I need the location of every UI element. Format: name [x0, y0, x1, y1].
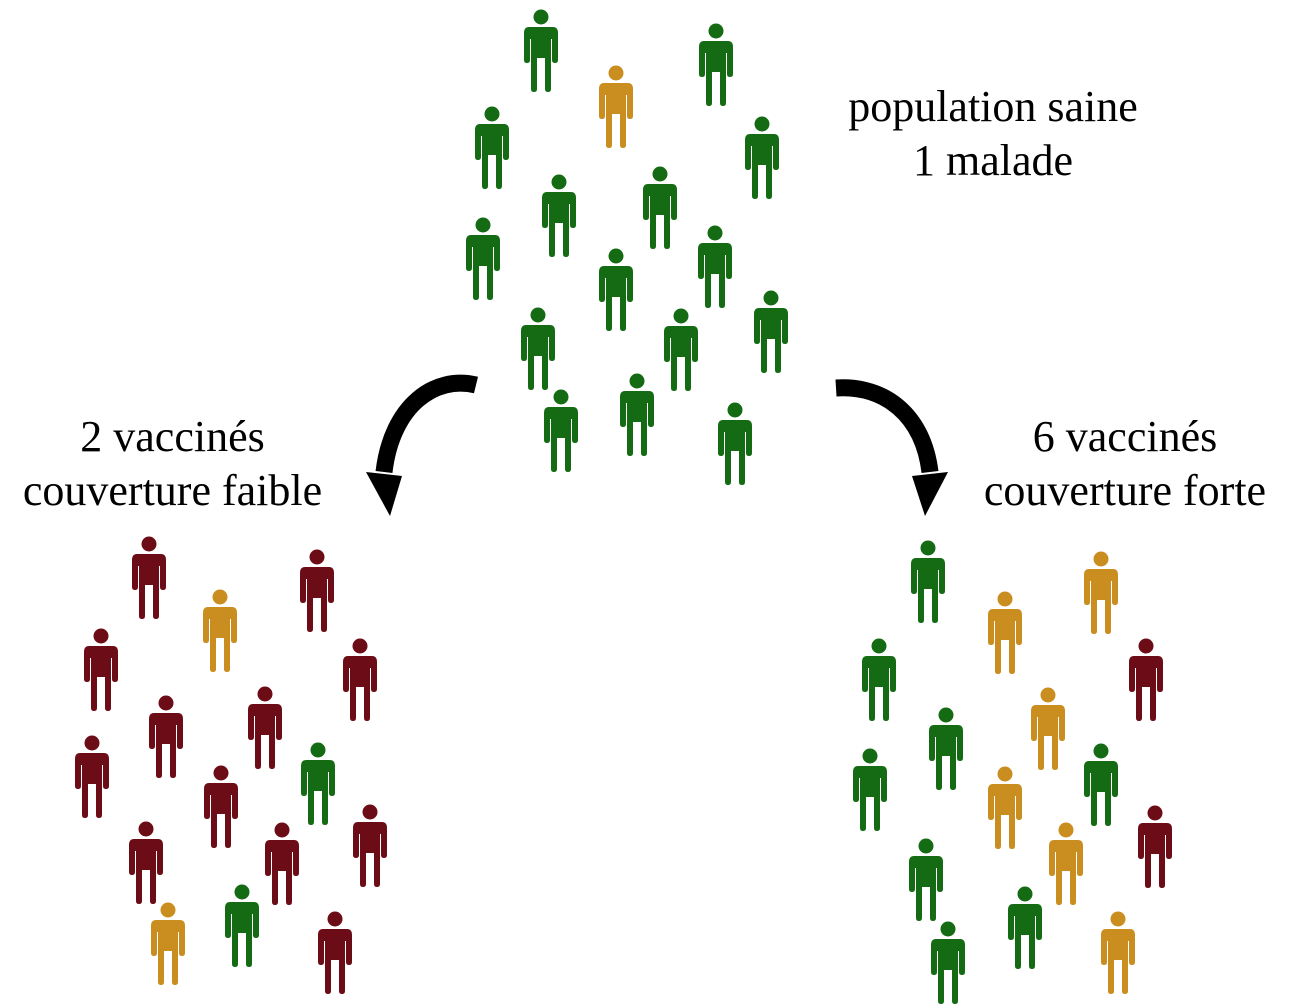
- label-right-line2: couverture forte: [983, 466, 1267, 515]
- label-right-line1: 6 vaccinés: [1032, 412, 1218, 461]
- label-low-coverage: 2 vaccinés couverture faible: [0, 410, 345, 518]
- label-high-coverage: 6 vaccinés couverture forte: [965, 410, 1285, 518]
- label-left-line2: couverture faible: [22, 466, 323, 515]
- label-top-line1: population saine: [848, 82, 1138, 131]
- left-curved-arrow: [366, 374, 479, 516]
- right-curved-arrow: [835, 379, 948, 516]
- label-top-line2: 1 malade: [912, 136, 1074, 185]
- label-left-line1: 2 vaccinés: [80, 412, 265, 461]
- label-healthy-population: population saine 1 malade: [828, 80, 1158, 188]
